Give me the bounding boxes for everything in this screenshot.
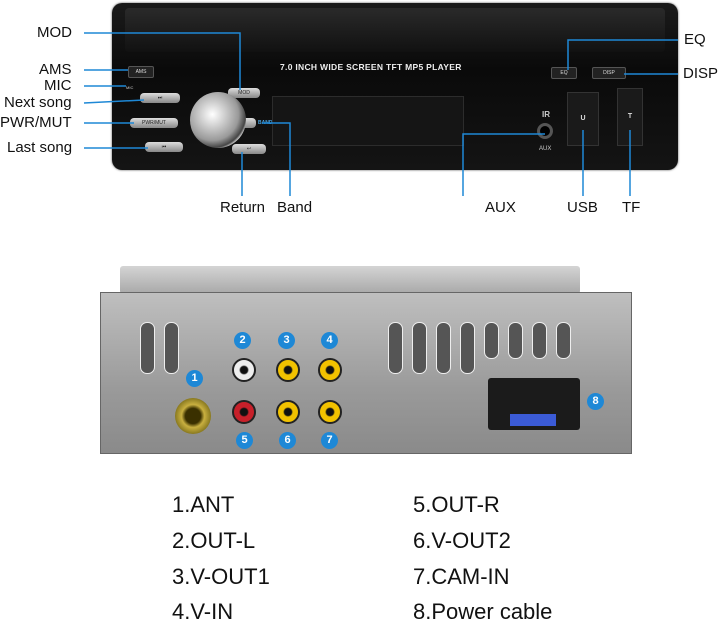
ams-button[interactable]: AMS bbox=[128, 66, 154, 78]
callout-eq: EQ bbox=[684, 31, 706, 48]
aux-jack[interactable] bbox=[537, 123, 553, 139]
marker-6: 6 bbox=[279, 432, 296, 449]
vent-slot bbox=[460, 322, 475, 374]
aux-label: AUX bbox=[539, 146, 552, 152]
callout-usb: USB bbox=[567, 199, 598, 216]
callout-line-next bbox=[83, 99, 145, 104]
band-button[interactable] bbox=[240, 118, 256, 128]
marker-4: 4 bbox=[321, 332, 338, 349]
next-song-button[interactable]: ⏭ bbox=[140, 93, 180, 103]
rca-cam-in[interactable] bbox=[318, 400, 342, 424]
callout-pwr-mut: PWR/MUT bbox=[0, 114, 72, 131]
vent-slot bbox=[484, 322, 499, 359]
marker-2: 2 bbox=[234, 332, 251, 349]
callout-mic: MIC bbox=[44, 77, 72, 94]
callout-mod: MOD bbox=[37, 24, 72, 41]
disp-button[interactable]: DISP bbox=[592, 67, 626, 79]
callout-last-song: Last song bbox=[7, 139, 73, 156]
pwr-mut-button[interactable]: PWR/MUT bbox=[130, 118, 178, 128]
vent-slot bbox=[140, 322, 155, 374]
callout-line-mod bbox=[84, 32, 241, 90]
rca-v-in[interactable] bbox=[318, 358, 342, 382]
callout-line-eq bbox=[567, 39, 678, 70]
legend-item-2: 2.OUT-L bbox=[172, 528, 256, 553]
callout-aux: AUX bbox=[485, 199, 516, 216]
legend-item-7: 7.CAM-IN bbox=[413, 564, 510, 589]
marker-1: 1 bbox=[186, 370, 203, 387]
callout-next-song: Next song bbox=[4, 94, 72, 111]
vent-slot bbox=[532, 322, 547, 359]
return-button[interactable]: ↩ bbox=[232, 144, 266, 154]
callout-lines bbox=[83, 32, 678, 196]
legend-item-3: 3.V-OUT1 bbox=[172, 564, 270, 589]
callout-line-band bbox=[262, 122, 291, 196]
marker-7: 7 bbox=[321, 432, 338, 449]
last-song-button[interactable]: ⏮ bbox=[145, 142, 183, 152]
eq-button[interactable]: EQ bbox=[551, 67, 577, 79]
vent-slot bbox=[164, 322, 179, 374]
volume-knob[interactable] bbox=[190, 92, 246, 148]
callout-tf: TF bbox=[622, 199, 641, 216]
legend-item-8: 8.Power cable bbox=[413, 599, 553, 622]
vent-slot bbox=[556, 322, 571, 359]
panel-title: 7.0 INCH WIDE SCREEN TFT MP5 PLAYER bbox=[280, 62, 462, 72]
legend-item-4: 4.V-IN bbox=[172, 599, 234, 622]
mod-button[interactable]: MOD bbox=[228, 88, 260, 98]
marker-3: 3 bbox=[278, 332, 295, 349]
vent-slot bbox=[412, 322, 427, 374]
vent-slot bbox=[508, 322, 523, 359]
callout-disp: DISP bbox=[683, 65, 719, 82]
rca-out-l[interactable] bbox=[232, 358, 256, 382]
antenna-socket[interactable] bbox=[175, 398, 211, 434]
mic-label: MIC bbox=[126, 85, 134, 90]
fuse bbox=[510, 414, 556, 426]
display-window bbox=[272, 96, 464, 146]
callout-return: Return bbox=[220, 199, 266, 216]
callout-band: Band bbox=[277, 199, 313, 216]
callout-ams: AMS bbox=[39, 61, 72, 78]
vent-slot bbox=[388, 322, 403, 374]
slide-flap bbox=[125, 8, 665, 52]
ir-label: IR bbox=[542, 110, 550, 119]
rca-out-r[interactable] bbox=[232, 400, 256, 424]
rca-v-out2[interactable] bbox=[276, 400, 300, 424]
rca-v-out1[interactable] bbox=[276, 358, 300, 382]
vent-slot bbox=[436, 322, 451, 374]
top-cover bbox=[120, 266, 580, 294]
marker-5: 5 bbox=[236, 432, 253, 449]
legend-item-6: 6.V-OUT2 bbox=[413, 528, 511, 553]
legend-item-5: 5.OUT-R bbox=[413, 492, 500, 517]
marker-8: 8 bbox=[587, 393, 604, 410]
legend-item-1: 1.ANT bbox=[172, 492, 235, 517]
callout-line-aux bbox=[462, 133, 545, 196]
